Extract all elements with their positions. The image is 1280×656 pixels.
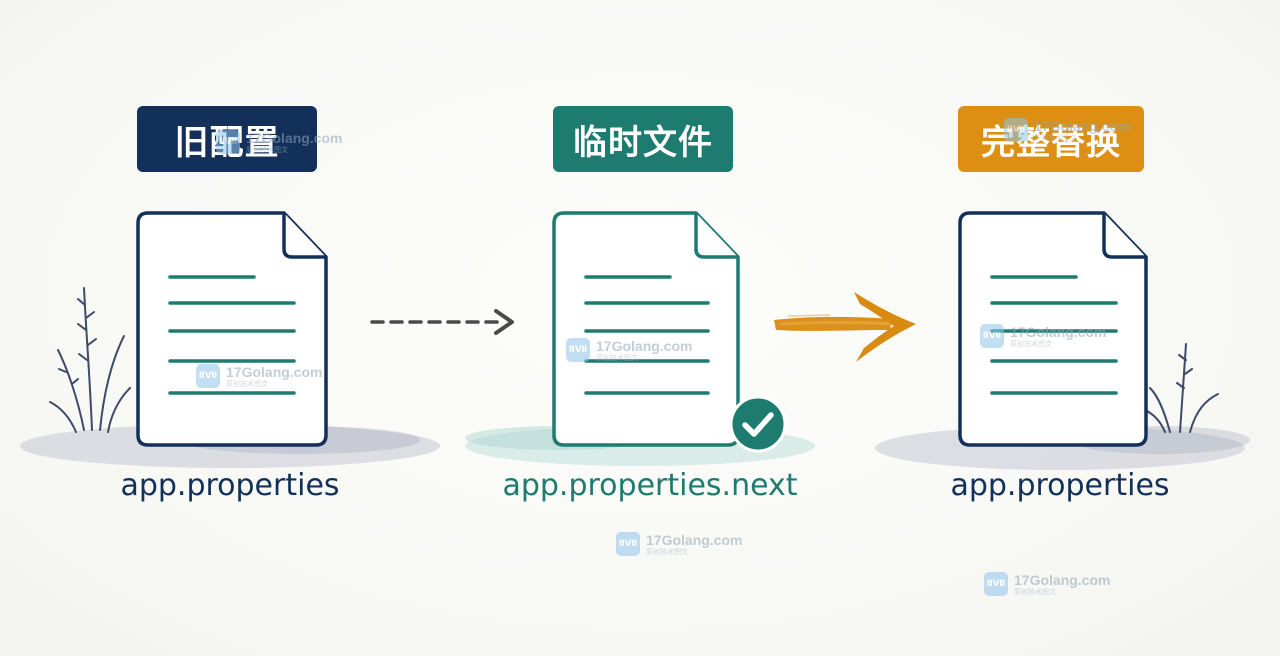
step-2-file-icon (552, 211, 740, 447)
step-2-text-lines (584, 275, 710, 395)
step-3-badge: 完整替换 (958, 106, 1144, 172)
step-3-label: 完整替换 (981, 122, 1121, 163)
step-2-label: 临时文件 (573, 122, 713, 163)
step-1-filename: app.properties (120, 468, 340, 503)
step-3-file-icon (958, 211, 1148, 447)
step-3-filename: app.properties (950, 468, 1170, 503)
brush-arrow (774, 292, 916, 362)
step-3-text-lines (990, 275, 1118, 395)
step-2-filename: app.properties.next (502, 468, 798, 503)
grass-left (49, 287, 131, 433)
dashed-arrow (370, 309, 514, 335)
step-1-text-lines (168, 275, 296, 395)
check-circle-icon (729, 395, 787, 453)
step-1-badge: 旧配置 (137, 106, 317, 172)
step-1-label: 旧配置 (174, 122, 280, 163)
step-1-file-icon (136, 211, 328, 447)
grass-right (1139, 343, 1219, 433)
step-2-badge: 临时文件 (553, 106, 733, 172)
